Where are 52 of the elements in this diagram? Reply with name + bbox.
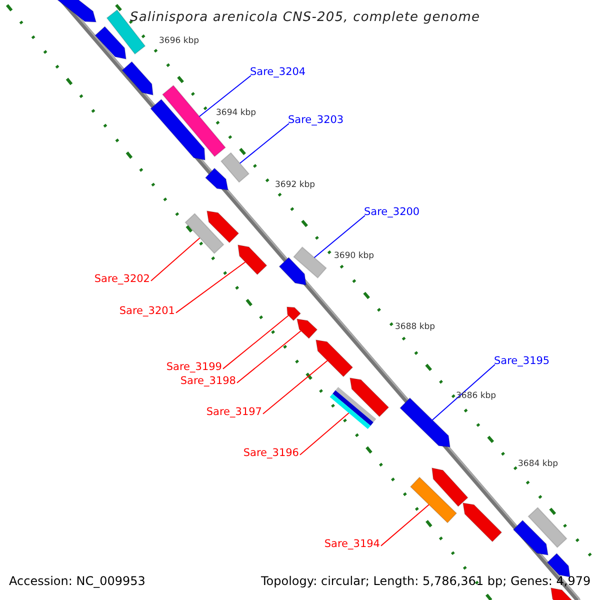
gene-block xyxy=(546,552,571,578)
scale-label: 3684 kbp xyxy=(518,460,558,468)
gene-name: Sare_3196 xyxy=(243,448,299,458)
gene-block xyxy=(204,168,229,191)
leader-line xyxy=(380,504,430,546)
gene-block xyxy=(94,26,127,60)
gene-block xyxy=(237,244,268,276)
gene-name: Sare_3194 xyxy=(324,539,380,550)
leader-line xyxy=(262,360,328,414)
scale-label: 3690 kbp xyxy=(334,252,374,260)
gene-block xyxy=(220,152,250,183)
gene-name: Sare_3197 xyxy=(206,407,262,418)
title: Salinispora arenicola CNS-205, complete genome xyxy=(130,11,480,24)
leader-line xyxy=(432,364,496,420)
gene-name: Sare_3198 xyxy=(180,376,236,386)
gene-name: Sare_3201 xyxy=(119,306,175,316)
scale-label: 3696 kbp xyxy=(159,37,200,46)
gene-block xyxy=(278,256,307,286)
gene-block xyxy=(184,212,224,254)
gene-block xyxy=(399,397,451,448)
leader-line xyxy=(150,237,200,282)
gene-name: Sare_3204 xyxy=(250,67,306,78)
gene-block xyxy=(293,246,327,279)
gene-name: Sare_3203 xyxy=(288,115,344,126)
gene-name: Sare_3195 xyxy=(494,356,550,366)
gene-block xyxy=(528,506,568,548)
gene-block xyxy=(431,467,468,508)
leader-line xyxy=(239,123,290,164)
genome-summary-text: Topology: circular; Length: 5,786,361 bp; Genes: 4,979 xyxy=(261,575,591,587)
gene-block xyxy=(349,377,390,418)
gene-block xyxy=(206,210,240,244)
scale-label: 3694 kbp xyxy=(216,109,256,118)
scale-label: 3688 kbp xyxy=(395,323,436,332)
leader-line xyxy=(176,262,246,314)
leader-line xyxy=(222,315,289,370)
gene-name: Sare_3200 xyxy=(364,207,420,218)
accession-text: Accession: NC_009953 xyxy=(9,575,146,587)
gene-block xyxy=(512,520,549,556)
scale-label: 3692 kbp xyxy=(275,181,316,190)
gene-name: Sare_3202 xyxy=(94,274,150,284)
leader-line xyxy=(314,215,366,258)
gene-block xyxy=(462,502,502,542)
gene-block xyxy=(150,98,206,161)
gene-block xyxy=(286,306,302,322)
gene-block xyxy=(410,476,458,524)
gene-block xyxy=(315,339,354,378)
gene-block xyxy=(122,61,154,96)
leader-line xyxy=(236,330,302,384)
gene-block xyxy=(330,387,376,429)
leader-line xyxy=(198,75,252,117)
gene-name: Sare_3199 xyxy=(166,362,222,372)
gene-block xyxy=(296,318,318,340)
